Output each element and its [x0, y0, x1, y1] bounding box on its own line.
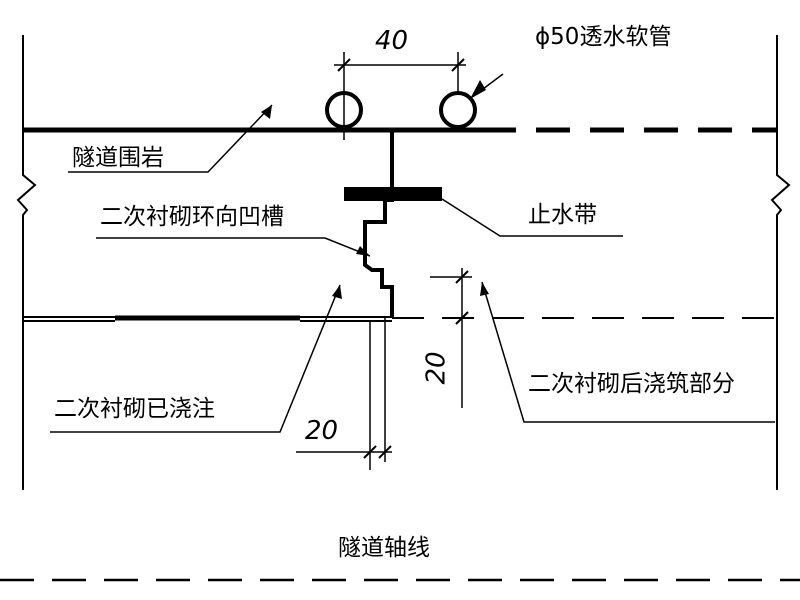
joint-profile	[363, 130, 394, 318]
waterstop-band	[344, 187, 442, 201]
arrowhead-pipe	[470, 80, 486, 99]
pipe-label: ϕ50透水软管	[535, 24, 672, 50]
leader-waterstop	[441, 198, 623, 237]
dim-20h-tick-left	[363, 445, 377, 459]
groove-label: 二次衬砌环向凹槽	[100, 204, 284, 230]
right-boundary-line	[770, 35, 791, 490]
arrowhead-groove	[356, 246, 370, 256]
later-label: 二次衬砌后浇筑部分	[528, 371, 735, 397]
poured-label: 二次衬砌已浇注	[54, 396, 215, 422]
arrowhead-later	[480, 282, 489, 296]
dim-40-tick-right	[451, 58, 465, 72]
leader-later	[481, 281, 775, 423]
left-boundary-line	[16, 35, 37, 490]
dim-bottom-20: 20	[305, 416, 339, 446]
dim-20v-tick-top	[455, 270, 469, 284]
leader-groove	[96, 237, 371, 257]
dim-top-40: 40	[375, 26, 409, 56]
dim-20h-tick-right	[378, 445, 392, 459]
leader-rock	[68, 104, 273, 173]
dim-20v-tick-bottom	[455, 311, 469, 325]
arrowhead-poured	[332, 285, 342, 299]
dim-vertical-20: 20	[421, 351, 452, 385]
drain-pipe-right	[439, 91, 477, 129]
arrowhead-rock	[261, 105, 272, 119]
axis-label: 隧道轴线	[338, 535, 430, 561]
leader-poured	[50, 284, 341, 433]
dim-40-tick-left	[337, 58, 351, 72]
waterstop-label: 止水带	[528, 202, 597, 228]
rock-label: 隧道围岩	[72, 145, 164, 171]
